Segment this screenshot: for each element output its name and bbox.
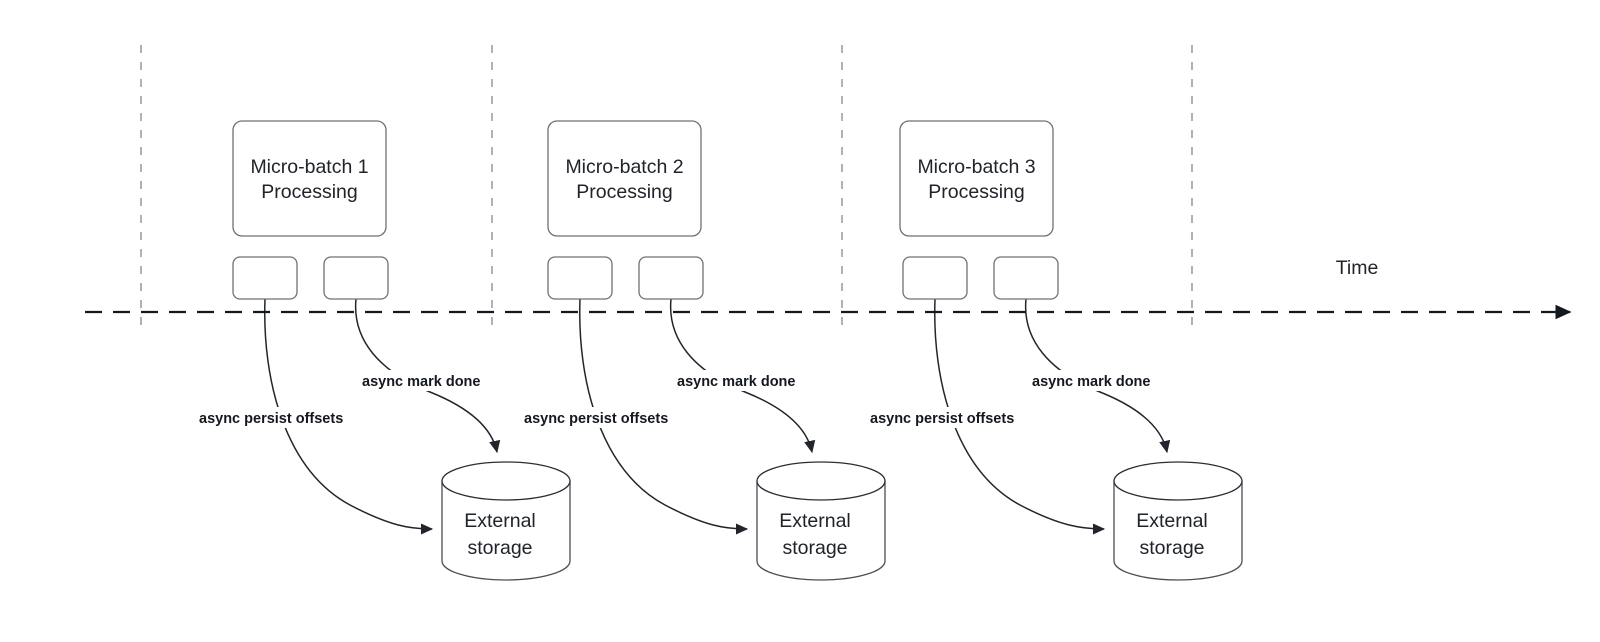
edge-label-async-mark-done-2-text: async mark done xyxy=(677,374,795,390)
external-storage-cylinder-2-top xyxy=(756,461,886,501)
micro-batch-box-1-line2: Processing xyxy=(261,181,357,203)
edge-label-async-mark-done-2: async mark done xyxy=(673,370,816,391)
edge-label-async-persist-offsets-2: async persist offsets xyxy=(520,407,700,428)
edge-async-persist-offsets-1 xyxy=(263,298,434,535)
micro-batch-group-1: Micro-batch 1 Processing External storag… xyxy=(195,120,571,581)
task-box-2a[interactable] xyxy=(547,256,613,300)
external-storage-cylinder-3-line1: External xyxy=(1136,510,1208,532)
edge-label-async-persist-offsets-1: async persist offsets xyxy=(195,407,375,428)
edge-async-persist-offsets-2 xyxy=(578,298,749,535)
external-storage-cylinder-1-line1: External xyxy=(464,510,536,532)
external-storage-cylinder-3[interactable]: External storage xyxy=(1113,461,1243,581)
external-storage-cylinder-1-top xyxy=(441,461,571,501)
task-box-3b[interactable] xyxy=(993,256,1059,300)
edge-label-async-mark-done-3: async mark done xyxy=(1028,370,1171,391)
task-box-2b[interactable] xyxy=(638,256,704,300)
micro-batch-box-1-line1: Micro-batch 1 xyxy=(250,156,368,178)
external-storage-cylinder-1-line2: storage xyxy=(467,537,532,559)
micro-batch-box-1-rect xyxy=(232,120,387,237)
boundary-lines-group xyxy=(140,45,1193,330)
micro-batch-box-2-line1: Micro-batch 2 xyxy=(565,156,683,178)
edge-label-async-mark-done-1: async mark done xyxy=(358,370,501,391)
micro-batch-box-3-line1: Micro-batch 3 xyxy=(917,156,1035,178)
task-box-1b-rect xyxy=(323,256,389,300)
external-storage-cylinder-3-line2: storage xyxy=(1139,537,1204,559)
edge-label-async-persist-offsets-1-text: async persist offsets xyxy=(199,411,343,427)
edge-label-async-mark-done-1-text: async mark done xyxy=(362,374,480,390)
external-storage-cylinder-2-line2: storage xyxy=(782,537,847,559)
external-storage-cylinder-3-body xyxy=(1113,480,1243,581)
edge-label-async-persist-offsets-2-text: async persist offsets xyxy=(524,411,668,427)
task-box-1b[interactable] xyxy=(323,256,389,300)
external-storage-cylinder-2-line1: External xyxy=(779,510,851,532)
edge-async-mark-done-1 xyxy=(354,298,501,454)
micro-batch-group-3: Micro-batch 3 Processing External storag… xyxy=(866,120,1243,581)
edge-async-mark-done-3 xyxy=(1024,298,1171,454)
task-box-1a-rect xyxy=(232,256,298,300)
external-storage-cylinder-1-body xyxy=(441,480,571,581)
task-box-1a[interactable] xyxy=(232,256,298,300)
task-box-3a[interactable] xyxy=(902,256,968,300)
micro-batch-box-2[interactable]: Micro-batch 2 Processing xyxy=(547,120,702,237)
micro-batch-box-1[interactable]: Micro-batch 1 Processing xyxy=(232,120,387,237)
micro-batch-box-2-line2: Processing xyxy=(576,181,672,203)
micro-batch-box-2-rect xyxy=(547,120,702,237)
external-storage-cylinder-2-body xyxy=(756,480,886,581)
micro-batch-box-3-line2: Processing xyxy=(928,181,1024,203)
micro-batch-box-3[interactable]: Micro-batch 3 Processing xyxy=(899,120,1054,237)
task-box-2a-rect xyxy=(547,256,613,300)
edge-label-async-persist-offsets-3-text: async persist offsets xyxy=(870,411,1014,427)
external-storage-cylinder-2[interactable]: External storage xyxy=(756,461,886,581)
task-box-3b-rect xyxy=(993,256,1059,300)
edge-label-async-mark-done-3-text: async mark done xyxy=(1032,374,1150,390)
task-box-2b-rect xyxy=(638,256,704,300)
time-axis-label: Time xyxy=(1336,257,1379,279)
micro-batch-box-3-rect xyxy=(899,120,1054,237)
task-box-3a-rect xyxy=(902,256,968,300)
external-storage-cylinder-1[interactable]: External storage xyxy=(441,461,571,581)
micro-batch-group-2: Micro-batch 2 Processing External storag… xyxy=(520,120,886,581)
edge-async-mark-done-2 xyxy=(669,298,816,454)
external-storage-cylinder-3-top xyxy=(1113,461,1243,501)
time-axis: Time xyxy=(85,257,1572,320)
edge-async-persist-offsets-3 xyxy=(933,298,1106,535)
edge-label-async-persist-offsets-3: async persist offsets xyxy=(866,407,1046,428)
